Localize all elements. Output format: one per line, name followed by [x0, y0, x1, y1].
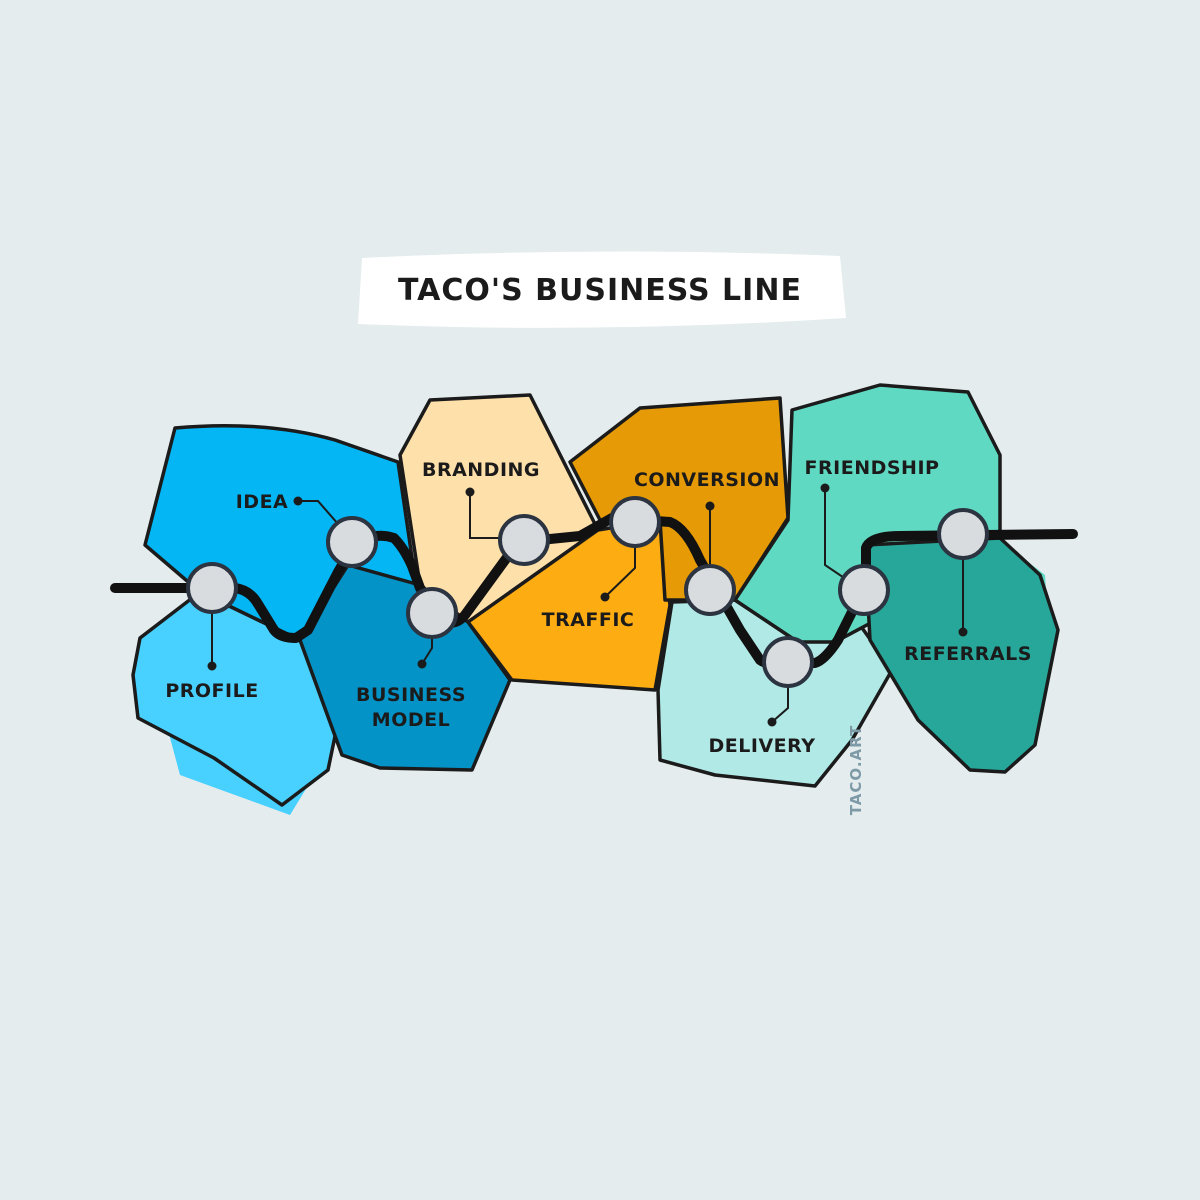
conversion-leader-dot	[705, 501, 715, 511]
title-banner: TACO'S BUSINESS LINE	[358, 251, 846, 328]
branding-leader-dot	[465, 487, 475, 497]
artist-signature: TACO.ART	[847, 725, 865, 816]
station-idea[interactable]	[326, 516, 378, 568]
label-business-model-line1: BUSINESS	[356, 684, 466, 706]
page-title: TACO'S BUSINESS LINE	[398, 273, 802, 308]
idea-leader-dot	[293, 496, 303, 506]
regions	[131, 383, 1060, 815]
station-delivery[interactable]	[762, 636, 814, 688]
station-referrals[interactable]	[937, 508, 989, 560]
label-traffic: TRAFFIC	[542, 609, 635, 631]
label-idea: IDEA	[236, 491, 289, 513]
label-profile: PROFILE	[165, 680, 258, 702]
station-traffic-transfer[interactable]	[684, 564, 736, 616]
title-banner-background	[358, 251, 846, 328]
business-model-leader-dot	[417, 659, 427, 669]
stations	[186, 496, 989, 688]
station-conversion[interactable]	[609, 496, 661, 548]
label-referrals: REFERRALS	[904, 643, 1032, 665]
delivery-leader-dot	[767, 717, 777, 727]
station-branding[interactable]	[498, 514, 550, 566]
referrals-region	[863, 536, 1060, 774]
traffic-leader-dot	[600, 592, 610, 602]
station-business-model[interactable]	[406, 587, 458, 639]
station-friendship[interactable]	[838, 564, 890, 616]
profile-region	[131, 590, 342, 807]
profile-leader-dot	[207, 661, 217, 671]
label-branding: BRANDING	[422, 459, 540, 481]
station-profile[interactable]	[186, 562, 238, 614]
referrals-leader-dot	[958, 627, 968, 637]
label-friendship: FRIENDSHIP	[805, 457, 940, 479]
label-business-model-line2: MODEL	[372, 709, 450, 731]
label-delivery: DELIVERY	[709, 735, 816, 757]
label-conversion: CONVERSION	[634, 469, 780, 491]
friendship-leader-dot	[820, 483, 830, 493]
station-labels: PROFILE IDEA BUSINESS MODEL BRANDING TRA…	[165, 457, 1032, 757]
